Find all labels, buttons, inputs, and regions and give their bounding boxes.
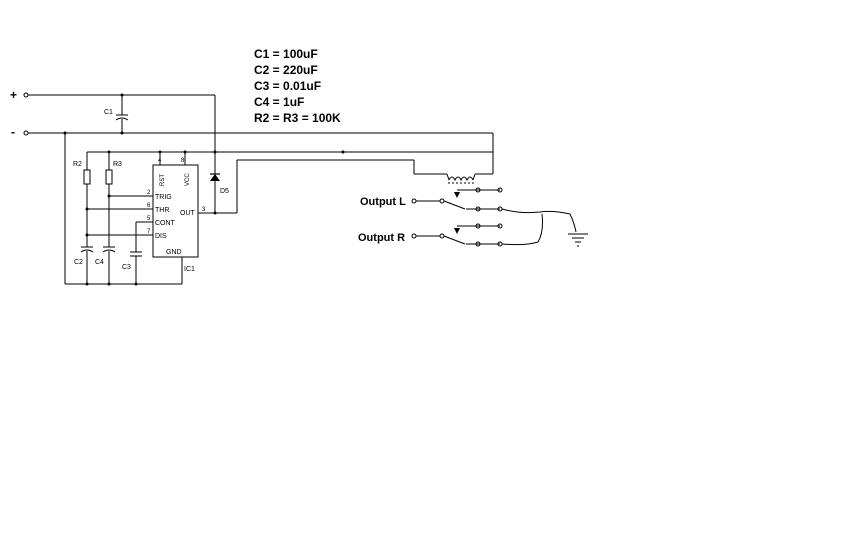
power-terminals: + - bbox=[10, 88, 29, 139]
component-values-notes: C1 = 100uF C2 = 220uF C3 = 0.01uF C4 = 1… bbox=[254, 46, 341, 126]
output-r-terminal[interactable] bbox=[411, 233, 417, 239]
pin-7-label: 7 bbox=[147, 229, 151, 235]
note-c3: C3 = 0.01uF bbox=[254, 79, 322, 93]
hand-drawn-ground-wires bbox=[501, 208, 577, 246]
switch-output-l: Output L bbox=[360, 187, 503, 212]
pin-6-label: 6 bbox=[147, 203, 151, 209]
dis-pin-label: DIS bbox=[155, 233, 167, 240]
note-c1: C1 = 100uF bbox=[254, 47, 318, 61]
note-r2-r3: R2 = R3 = 100K bbox=[254, 111, 341, 125]
capacitor-c2: C2 bbox=[74, 246, 94, 286]
ic1-timer: 4 8 RST VCC 2 TRIG 6 THR 5 CONT 7 DIS OU… bbox=[147, 158, 206, 273]
capacitor-c3: C3 bbox=[122, 251, 142, 286]
vcc-pin-label: VCC bbox=[185, 173, 191, 186]
minus-terminal bbox=[23, 130, 29, 136]
minus-terminal-label: - bbox=[11, 125, 15, 139]
output-l-terminal[interactable] bbox=[411, 198, 417, 204]
note-c2: C2 = 220uF bbox=[254, 63, 318, 77]
capacitor-c4: C4 bbox=[95, 246, 116, 286]
pin-3-label: 3 bbox=[202, 207, 206, 213]
capacitor-c1: C1 bbox=[104, 93, 129, 135]
out-pin-label: OUT bbox=[180, 210, 196, 217]
cont-pin-label: CONT bbox=[155, 220, 176, 227]
c3-label: C3 bbox=[122, 264, 131, 271]
negative-rail bbox=[28, 131, 494, 285]
diode-d5: D5 bbox=[210, 172, 229, 213]
c4-label: C4 bbox=[95, 259, 104, 266]
output-l-label: Output L bbox=[360, 196, 406, 208]
output-line bbox=[198, 159, 447, 215]
gnd-pin-label: GND bbox=[166, 249, 182, 256]
ic-pin-wires bbox=[85, 194, 153, 252]
output-r-label: Output R bbox=[358, 232, 405, 244]
r3-label: R3 bbox=[113, 161, 122, 168]
thr-pin-label: THR bbox=[155, 207, 169, 214]
pin-5-label: 5 bbox=[147, 216, 151, 222]
r2-label: R2 bbox=[73, 161, 82, 168]
note-c4: C4 = 1uF bbox=[254, 95, 305, 109]
rst-pin-label: RST bbox=[160, 174, 166, 186]
c2-label: C2 bbox=[74, 259, 83, 266]
ground-symbol bbox=[568, 233, 588, 247]
c1-label: C1 bbox=[104, 109, 113, 116]
pin-2-label: 2 bbox=[147, 190, 151, 196]
pin-8-label: 8 bbox=[181, 158, 185, 164]
d5-label: D5 bbox=[220, 188, 229, 195]
plus-terminal bbox=[23, 92, 29, 98]
resistor-r3: R3 bbox=[105, 161, 122, 247]
trig-pin-label: TRIG bbox=[155, 194, 172, 201]
switch-output-r: Output R bbox=[358, 223, 503, 247]
supply-line bbox=[86, 150, 493, 170]
ic1-label: IC1 bbox=[184, 266, 195, 273]
plus-terminal-label: + bbox=[10, 88, 17, 102]
relay-coil bbox=[446, 173, 493, 184]
pin-4-label: 4 bbox=[158, 158, 162, 164]
